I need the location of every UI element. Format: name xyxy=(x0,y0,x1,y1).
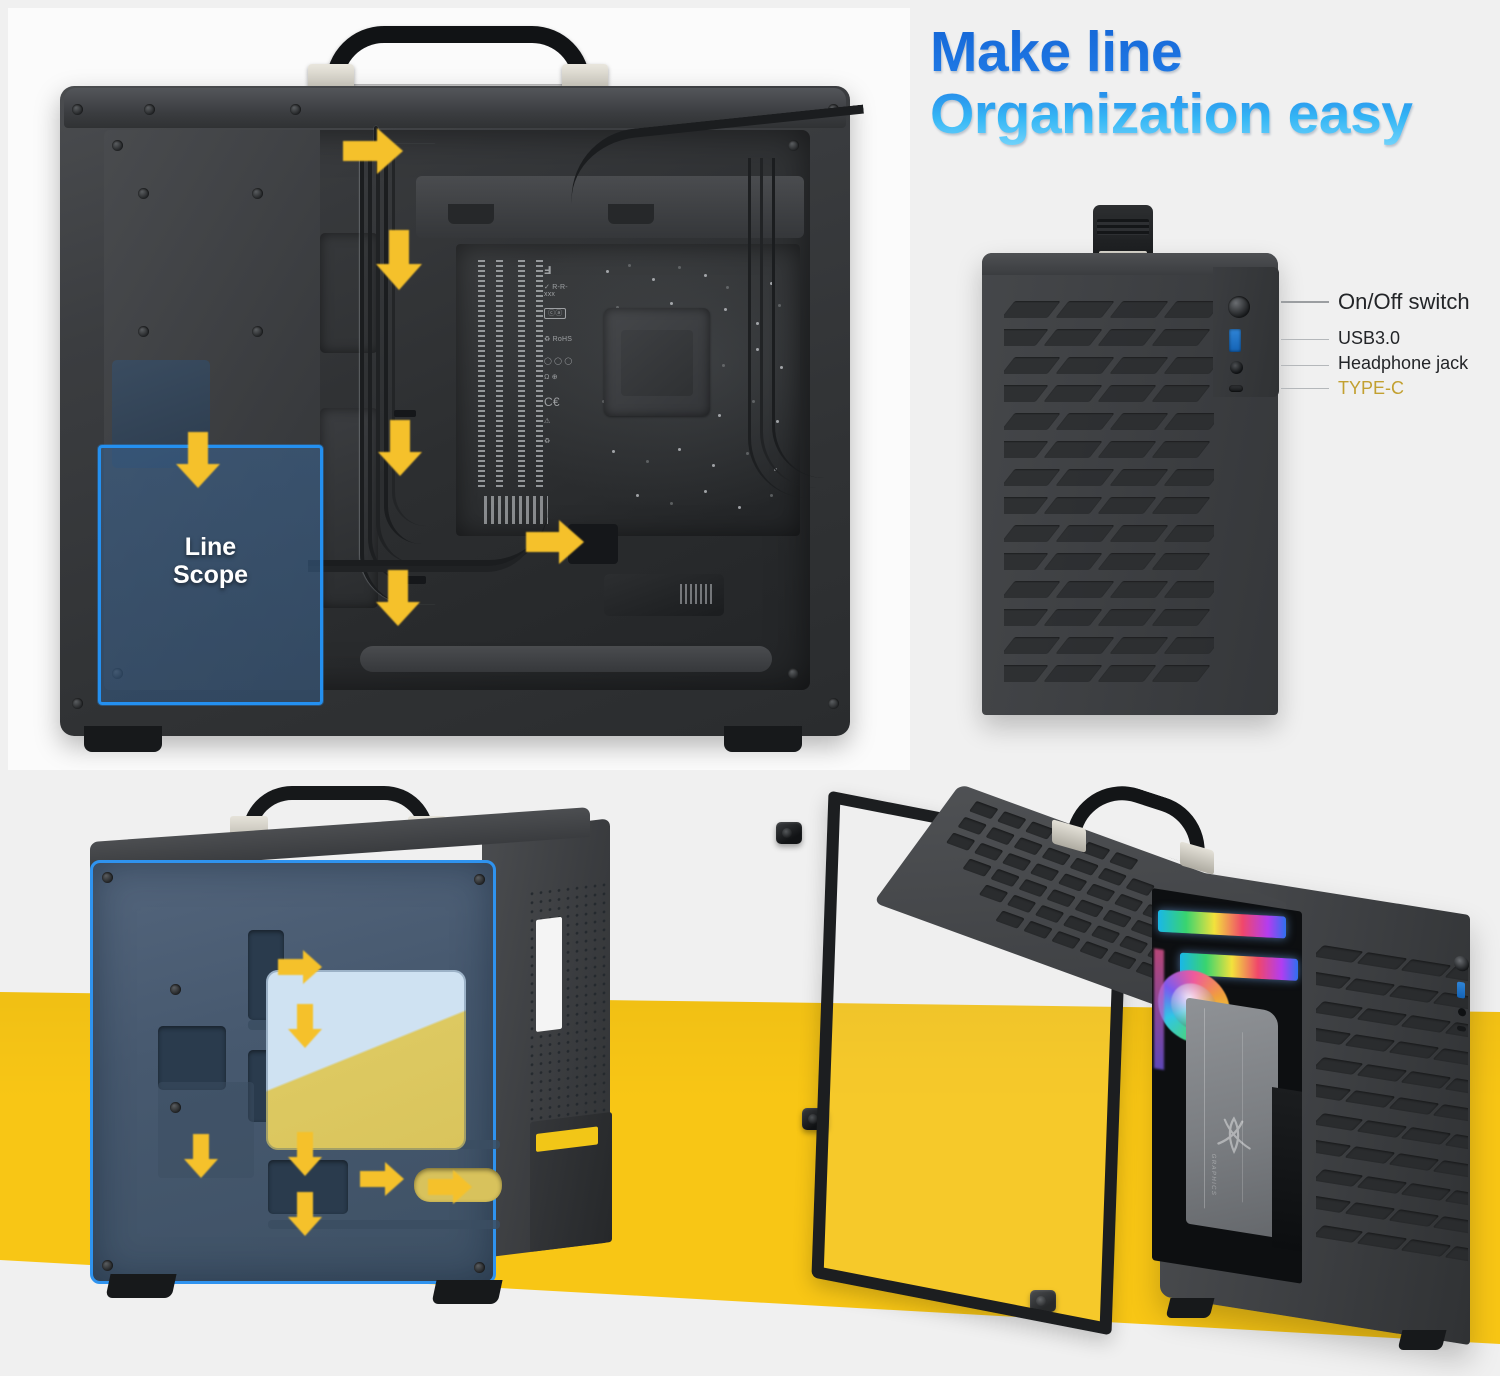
case-foot-right xyxy=(724,726,802,752)
case-foot-left xyxy=(84,726,162,752)
side-io-panel xyxy=(1448,950,1474,1076)
tray-screw-hole xyxy=(112,140,123,151)
power-button-icon[interactable] xyxy=(1454,954,1469,973)
dimm-slot-solder-row xyxy=(496,260,503,490)
flow-arrow-down-1 xyxy=(376,230,422,295)
cutout-arrow-right-2 xyxy=(360,1162,404,1201)
callout-leader-typec xyxy=(1281,388,1329,389)
cutout-arrow-down-2 xyxy=(288,1132,322,1181)
flow-arrow-down-4 xyxy=(376,570,420,631)
cable-tie xyxy=(394,410,416,417)
case-interior-rgb: GRAPHICS xyxy=(1152,888,1302,1284)
cutout-arrow-right-1 xyxy=(278,950,322,989)
front-mesh-vent-pattern xyxy=(1004,297,1214,687)
brace-notch xyxy=(448,204,494,224)
usb-port-icon[interactable] xyxy=(1229,329,1241,352)
chassis-screw-hole xyxy=(144,104,155,115)
panel-groove xyxy=(268,1220,500,1229)
case-top-edge xyxy=(982,253,1278,275)
case-foot-front xyxy=(105,1274,177,1298)
tray-screw-hole xyxy=(788,140,799,151)
chassis-screw-hole xyxy=(828,104,839,115)
callout-label-headphone: Headphone jack xyxy=(1338,353,1469,373)
headphone-jack-icon[interactable] xyxy=(1458,1007,1466,1017)
graphics-card-shroud: GRAPHICS xyxy=(1186,997,1278,1238)
case-handle-render xyxy=(1052,771,1228,875)
tempered-glass-window-area xyxy=(266,970,466,1150)
front-io-product-render xyxy=(960,205,1300,725)
case-handle-top-icon xyxy=(1093,205,1153,265)
line-scope-label: Line Scope xyxy=(172,533,249,589)
cable-routing-cutouts-render xyxy=(50,782,670,1322)
usb-port-icon[interactable] xyxy=(1457,981,1465,999)
front-io-panel xyxy=(1213,267,1279,397)
callout-leader-power xyxy=(1281,301,1329,303)
flow-arrow-right-1 xyxy=(343,128,403,179)
callout-label-power: On/Off switch xyxy=(1338,289,1470,314)
psu-shroud xyxy=(1272,1087,1302,1252)
callout-leader-usb3 xyxy=(1281,339,1329,340)
case-foot-rear xyxy=(431,1280,503,1304)
callout-label-usb3: USB3.0 xyxy=(1338,328,1401,348)
tray-screw-hole xyxy=(138,188,149,199)
case-carry-handle-photo xyxy=(308,26,608,102)
rgb-strip-left xyxy=(1154,948,1164,1070)
cable-tie xyxy=(400,576,426,584)
cutout-arrow-down-1 xyxy=(288,1004,322,1053)
side-vent-pattern xyxy=(1316,938,1468,1292)
dimm-slot-solder-row xyxy=(518,260,525,490)
motherboard-certification-marks: ⅎ ✓ R-R-xxx ⓒⓐ ♻ RoHS ◯ ◯ ◯ Ω ⊕ C€ ⚠ ♻ xyxy=(544,261,573,445)
flow-arrow-down-2 xyxy=(378,420,422,481)
gpu-microtext: GRAPHICS xyxy=(1210,1153,1216,1197)
thumbscrew-middle[interactable] xyxy=(802,1108,828,1130)
bottom-cable-bar xyxy=(360,646,772,672)
cable-management-photo-panel: ⅎ ✓ R-R-xxx ⓒⓐ ♻ RoHS ◯ ◯ ◯ Ω ⊕ C€ ⚠ ♻ xyxy=(8,8,910,770)
dimm-slot-solder-row xyxy=(536,260,543,490)
chassis-screw-hole xyxy=(72,698,83,709)
line-scope-highlight-region: Line Scope xyxy=(98,445,323,705)
usb-c-port-icon[interactable] xyxy=(1229,385,1243,392)
glass-panel-removal-render: GRAPHICS xyxy=(760,770,1500,1350)
headphone-jack-icon[interactable] xyxy=(1230,361,1243,374)
chassis-screw-hole xyxy=(290,104,301,115)
cutout-arrow-down-3 xyxy=(184,1134,218,1183)
case-foot xyxy=(1165,1298,1215,1318)
headline-line-1: Make line xyxy=(930,20,1183,84)
callout-label-typec: TYPE-C xyxy=(1338,378,1405,398)
tray-screw-hole xyxy=(788,668,799,679)
brace-notch xyxy=(608,204,654,224)
tray-screw-hole xyxy=(252,326,263,337)
power-button-icon[interactable] xyxy=(1228,296,1250,318)
flow-arrow-down-3 xyxy=(176,432,220,493)
rgb-ram-upper xyxy=(1158,909,1286,939)
gpu-brand-logo-icon xyxy=(1217,1116,1251,1154)
page-title: Make line Organization easy xyxy=(930,22,1490,145)
case-top-rail xyxy=(64,88,846,128)
flow-arrow-right-2 xyxy=(526,520,584,569)
cutout-arrow-down-4 xyxy=(288,1192,322,1241)
thumbscrew-bottom[interactable] xyxy=(1030,1290,1056,1312)
case-foot xyxy=(1397,1330,1447,1350)
headline-line-2: Organization easy xyxy=(930,81,1413,146)
chassis-screw-hole xyxy=(828,698,839,709)
chassis-screw-hole xyxy=(72,104,83,115)
cutout-arrow-right-3 xyxy=(428,1170,472,1209)
thumbscrew-top[interactable] xyxy=(776,822,802,844)
callout-leader-headphone xyxy=(1281,365,1329,366)
rear-io-cutout xyxy=(536,916,562,1032)
tray-screw-hole xyxy=(138,326,149,337)
cpu-socket-backplate xyxy=(604,308,710,416)
handle-strap xyxy=(326,26,590,84)
dimm-slot-solder-row xyxy=(478,260,485,490)
usb-c-port-icon[interactable] xyxy=(1457,1025,1466,1032)
cable-cutout-left xyxy=(158,1026,226,1090)
tray-screw-hole xyxy=(252,188,263,199)
